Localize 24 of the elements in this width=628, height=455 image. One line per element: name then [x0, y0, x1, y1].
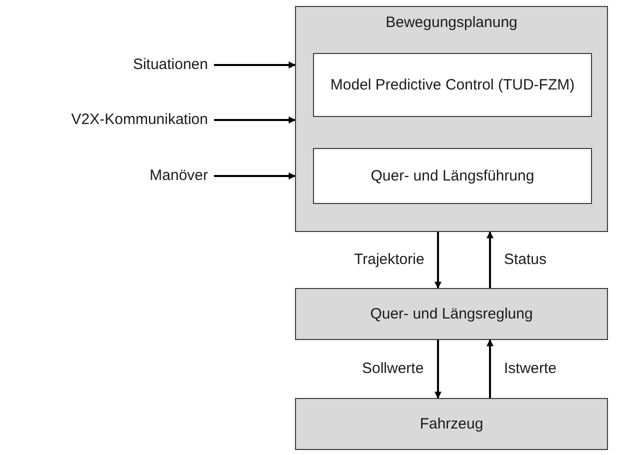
process-box	[295, 288, 608, 340]
edge-label: Trajektorie	[354, 250, 424, 269]
edge-label: Istwerte	[504, 359, 557, 378]
process-box	[313, 53, 592, 117]
arrow	[214, 172, 296, 180]
group-heading: Bewegungsplanung	[384, 13, 518, 32]
process-box	[295, 398, 608, 450]
box-label: Quer- und Längsführung	[370, 166, 536, 186]
input-label: Manöver	[148, 166, 208, 186]
arrow	[486, 231, 494, 288]
arrow	[214, 116, 296, 124]
edge-label: Sollwerte	[362, 359, 424, 378]
box-label: Quer- und Längsreglung	[369, 304, 534, 324]
arrow	[434, 232, 442, 289]
input-label: V2X-Kommunikation	[70, 110, 208, 130]
box-label: Model Predictive Control (TUD-FZM)	[329, 76, 576, 94]
edge-label: Status	[504, 250, 547, 269]
arrow	[214, 62, 296, 68]
arrow	[434, 340, 442, 399]
input-label: Situationen	[132, 55, 208, 75]
arrow	[486, 339, 494, 398]
process-box	[313, 148, 592, 204]
box-label: Fahrzeug	[418, 414, 484, 434]
group-box	[295, 6, 608, 232]
